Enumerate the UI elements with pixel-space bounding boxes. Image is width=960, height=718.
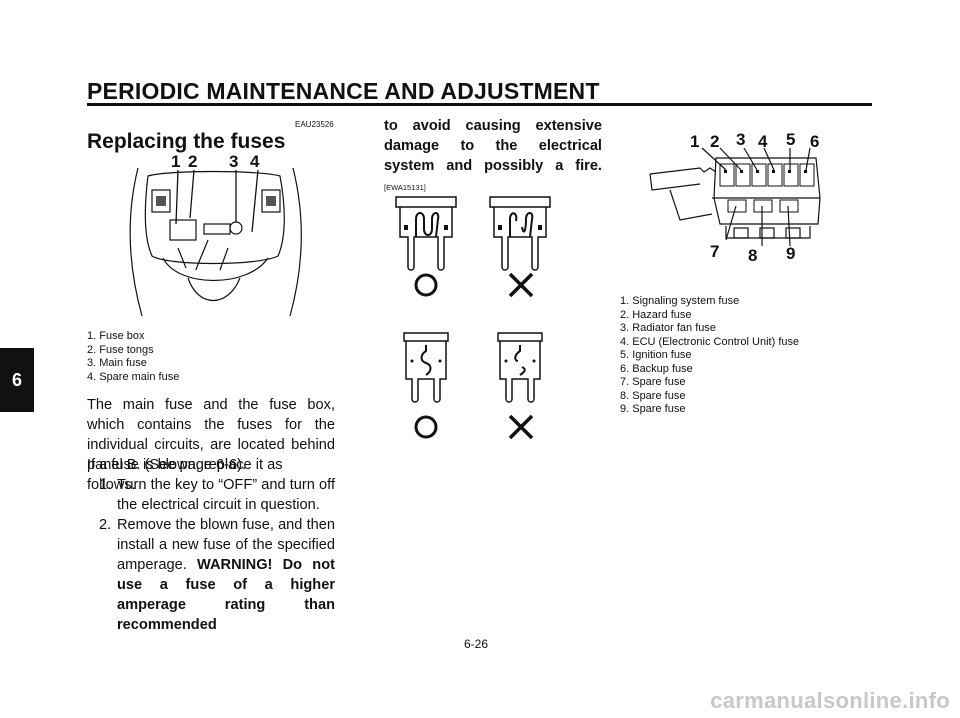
body-paragraph-2: If a fuse is blown, replace it as follow…: [87, 455, 335, 495]
bad-cross-icon: [508, 414, 534, 440]
fuse-comparison-figure: [392, 193, 552, 458]
figure3-captions: 1. Signaling system fuse 2. Hazard fuse …: [620, 295, 799, 417]
caption-item: 7. Spare fuse: [620, 376, 686, 388]
ok-circle-icon: [414, 273, 438, 297]
figure3-callout-8: 8: [748, 246, 758, 265]
caption-item: 2. Hazard fuse: [620, 308, 692, 321]
figure3-callout-5: 5: [786, 130, 796, 149]
blown-fuse-small: [497, 332, 543, 403]
caption-item: 4. ECU (Electronic Control Unit) fuse: [620, 335, 800, 348]
site-watermark: carmanualsonline.info: [710, 688, 950, 713]
figure3-callout-6: 6: [810, 132, 820, 151]
section-code: EAU23526: [295, 120, 334, 129]
step-item: 2. Remove the blown fuse, and then insta…: [87, 515, 335, 635]
figure1-callout-1: 1: [171, 152, 181, 171]
figure3-callout-4: 4: [758, 132, 768, 151]
fuse-box-illustration: [649, 147, 821, 247]
step-number: 1.: [99, 477, 112, 493]
paragraph-text: If a fuse is blown, replace it as follow…: [87, 457, 283, 493]
figure3-callout-9: 9: [786, 244, 796, 263]
warning-code: [EWA15131]: [384, 183, 426, 192]
body-paragraph-1: The main fuse and the fuse box, which co…: [87, 395, 335, 475]
figure1-callout-4: 4: [250, 152, 260, 171]
caption-item: 6. Backup fuse: [620, 362, 693, 375]
warning-continued-text: to avoid causing extensive damage to the…: [384, 118, 602, 174]
fuse-location-figure: 1 2 3 4: [108, 148, 318, 325]
figure3-callout-3: 3: [736, 130, 746, 149]
caption-item: 3. Radiator fan fuse: [620, 322, 717, 334]
caption-item: 3. Main fuse: [87, 357, 147, 369]
header-rule: [87, 103, 872, 106]
page-header-title: PERIODIC MAINTENANCE AND ADJUSTMENT: [87, 78, 600, 104]
caption-item: 1. Signaling system fuse: [620, 295, 740, 307]
step-number: 2.: [99, 517, 112, 533]
chapter-tab: 6: [0, 348, 34, 412]
replacement-steps: 1. Turn the key to “OFF” and turn off th…: [87, 475, 335, 635]
caption-item: 8. Spare fuse: [620, 389, 686, 402]
caption-item: 1. Fuse box: [87, 330, 145, 342]
caption-item: 5. Ignition fuse: [620, 349, 692, 361]
paragraph-text: The main fuse and the fuse box, which co…: [87, 397, 335, 473]
step-text: Remove the blown fuse, and then install …: [117, 517, 335, 573]
caption-item: 2. Fuse tongs: [87, 343, 154, 356]
caption-item: 9. Spare fuse: [620, 403, 686, 415]
figure1-callout-3: 3: [229, 152, 239, 171]
section-title: Replacing the fuses: [87, 130, 286, 153]
figure1-captions: 1. Fuse box 2. Fuse tongs 3. Main fuse 4…: [87, 330, 179, 384]
fuse-box-figure: 1 2 3 4 5 6 7 8 9: [640, 128, 840, 273]
good-fuse-small: [403, 332, 449, 403]
fuse-condition-diagram: [395, 196, 551, 440]
page-number: 6-26: [464, 637, 489, 651]
good-fuse-large: [395, 196, 457, 271]
bad-cross-icon: [508, 272, 534, 298]
scooter-fuse-illustration: [129, 167, 302, 317]
figure3-callout-2: 2: [710, 132, 720, 151]
blown-fuse-large: [489, 196, 551, 271]
step-text: Turn the key to “OFF” and turn off the e…: [117, 477, 335, 513]
ok-circle-icon: [414, 415, 438, 439]
step-item: 1. Turn the key to “OFF” and turn off th…: [87, 475, 335, 515]
warning-text: WARNING! Do not use a fuse of a higher a…: [117, 557, 335, 633]
figure1-callout-2: 2: [188, 152, 198, 171]
figure3-callout-7: 7: [710, 242, 720, 261]
caption-item: 4. Spare main fuse: [87, 370, 180, 383]
warning-continuation: to avoid causing extensive damage to the…: [384, 116, 602, 198]
figure3-callout-1: 1: [690, 132, 700, 151]
